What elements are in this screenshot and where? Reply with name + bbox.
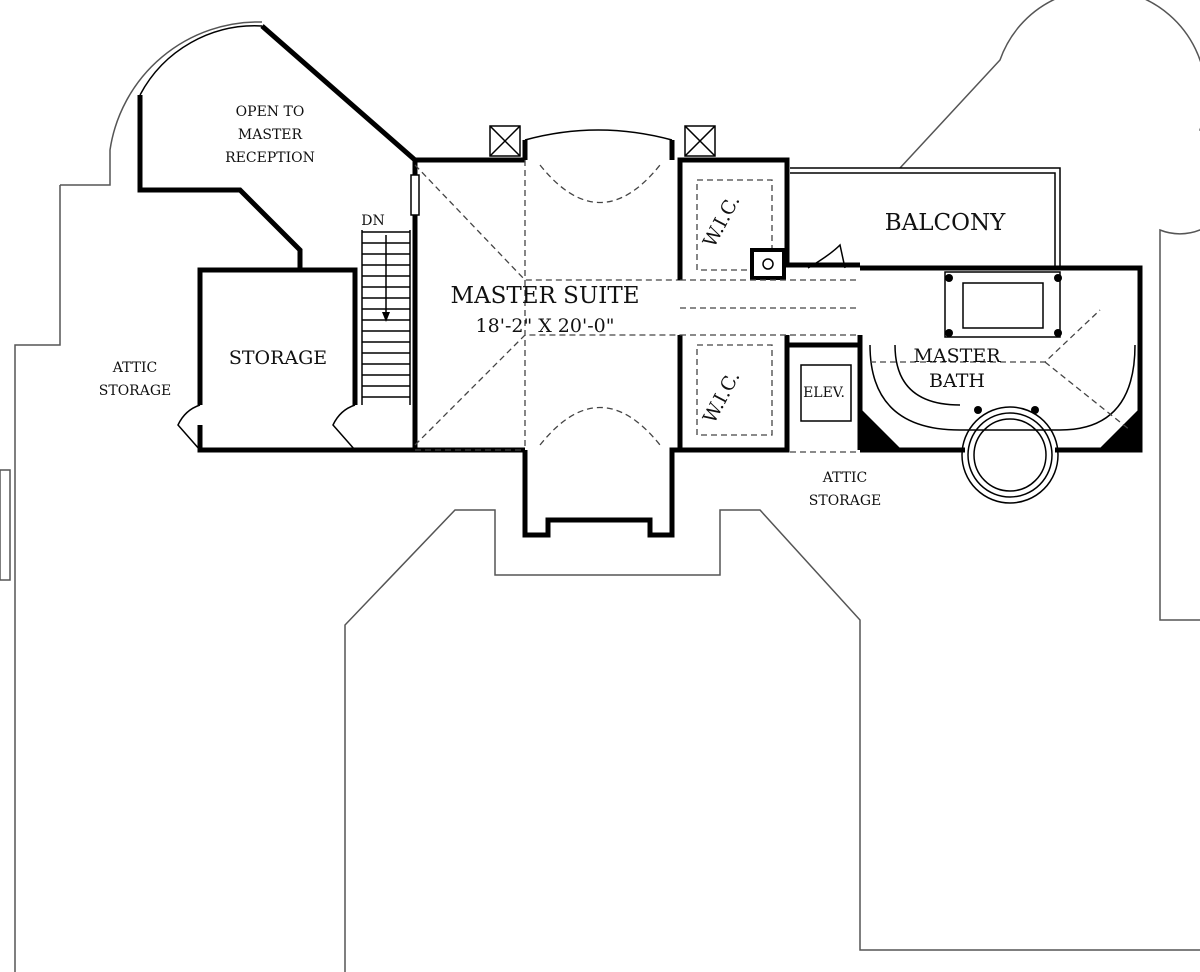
master-suite-label: MASTER SUITE	[450, 283, 639, 309]
attic-storage-left-label-2: STORAGE	[99, 383, 171, 399]
master-bath-label-2: BATH	[929, 370, 985, 392]
stairs-down-label: DN	[361, 213, 384, 229]
wic-walls	[677, 157, 860, 453]
attic-storage-right-label-1: ATTIC	[822, 470, 868, 486]
arrow-head-icon	[382, 312, 390, 322]
master-suite-dimensions: 18'-2" X 20'-0"	[476, 315, 615, 337]
stairs	[361, 230, 411, 405]
wic-bottom-label: W.I.C.	[699, 367, 745, 427]
reception-label-3: RECEPTION	[225, 150, 315, 166]
attic-storage-right-label-2: STORAGE	[809, 493, 881, 509]
balcony-outline	[790, 167, 1061, 269]
master-bath-label-1: MASTER	[913, 345, 1001, 367]
master-suite-walls	[410, 125, 716, 538]
reception-label-1: OPEN TO	[236, 104, 305, 120]
master-bath-walls	[860, 265, 1143, 504]
reception-walls	[137, 24, 525, 270]
storage-label: STORAGE	[229, 347, 327, 369]
elevator	[787, 335, 863, 453]
wic-top-label: W.I.C.	[699, 191, 745, 251]
stair-stringer	[361, 230, 411, 405]
attic-storage-left-label-1: ATTIC	[112, 360, 158, 376]
elevator-label: ELEV.	[803, 385, 845, 401]
reception-label-2: MASTER	[238, 127, 303, 143]
balcony-label: BALCONY	[885, 210, 1006, 236]
